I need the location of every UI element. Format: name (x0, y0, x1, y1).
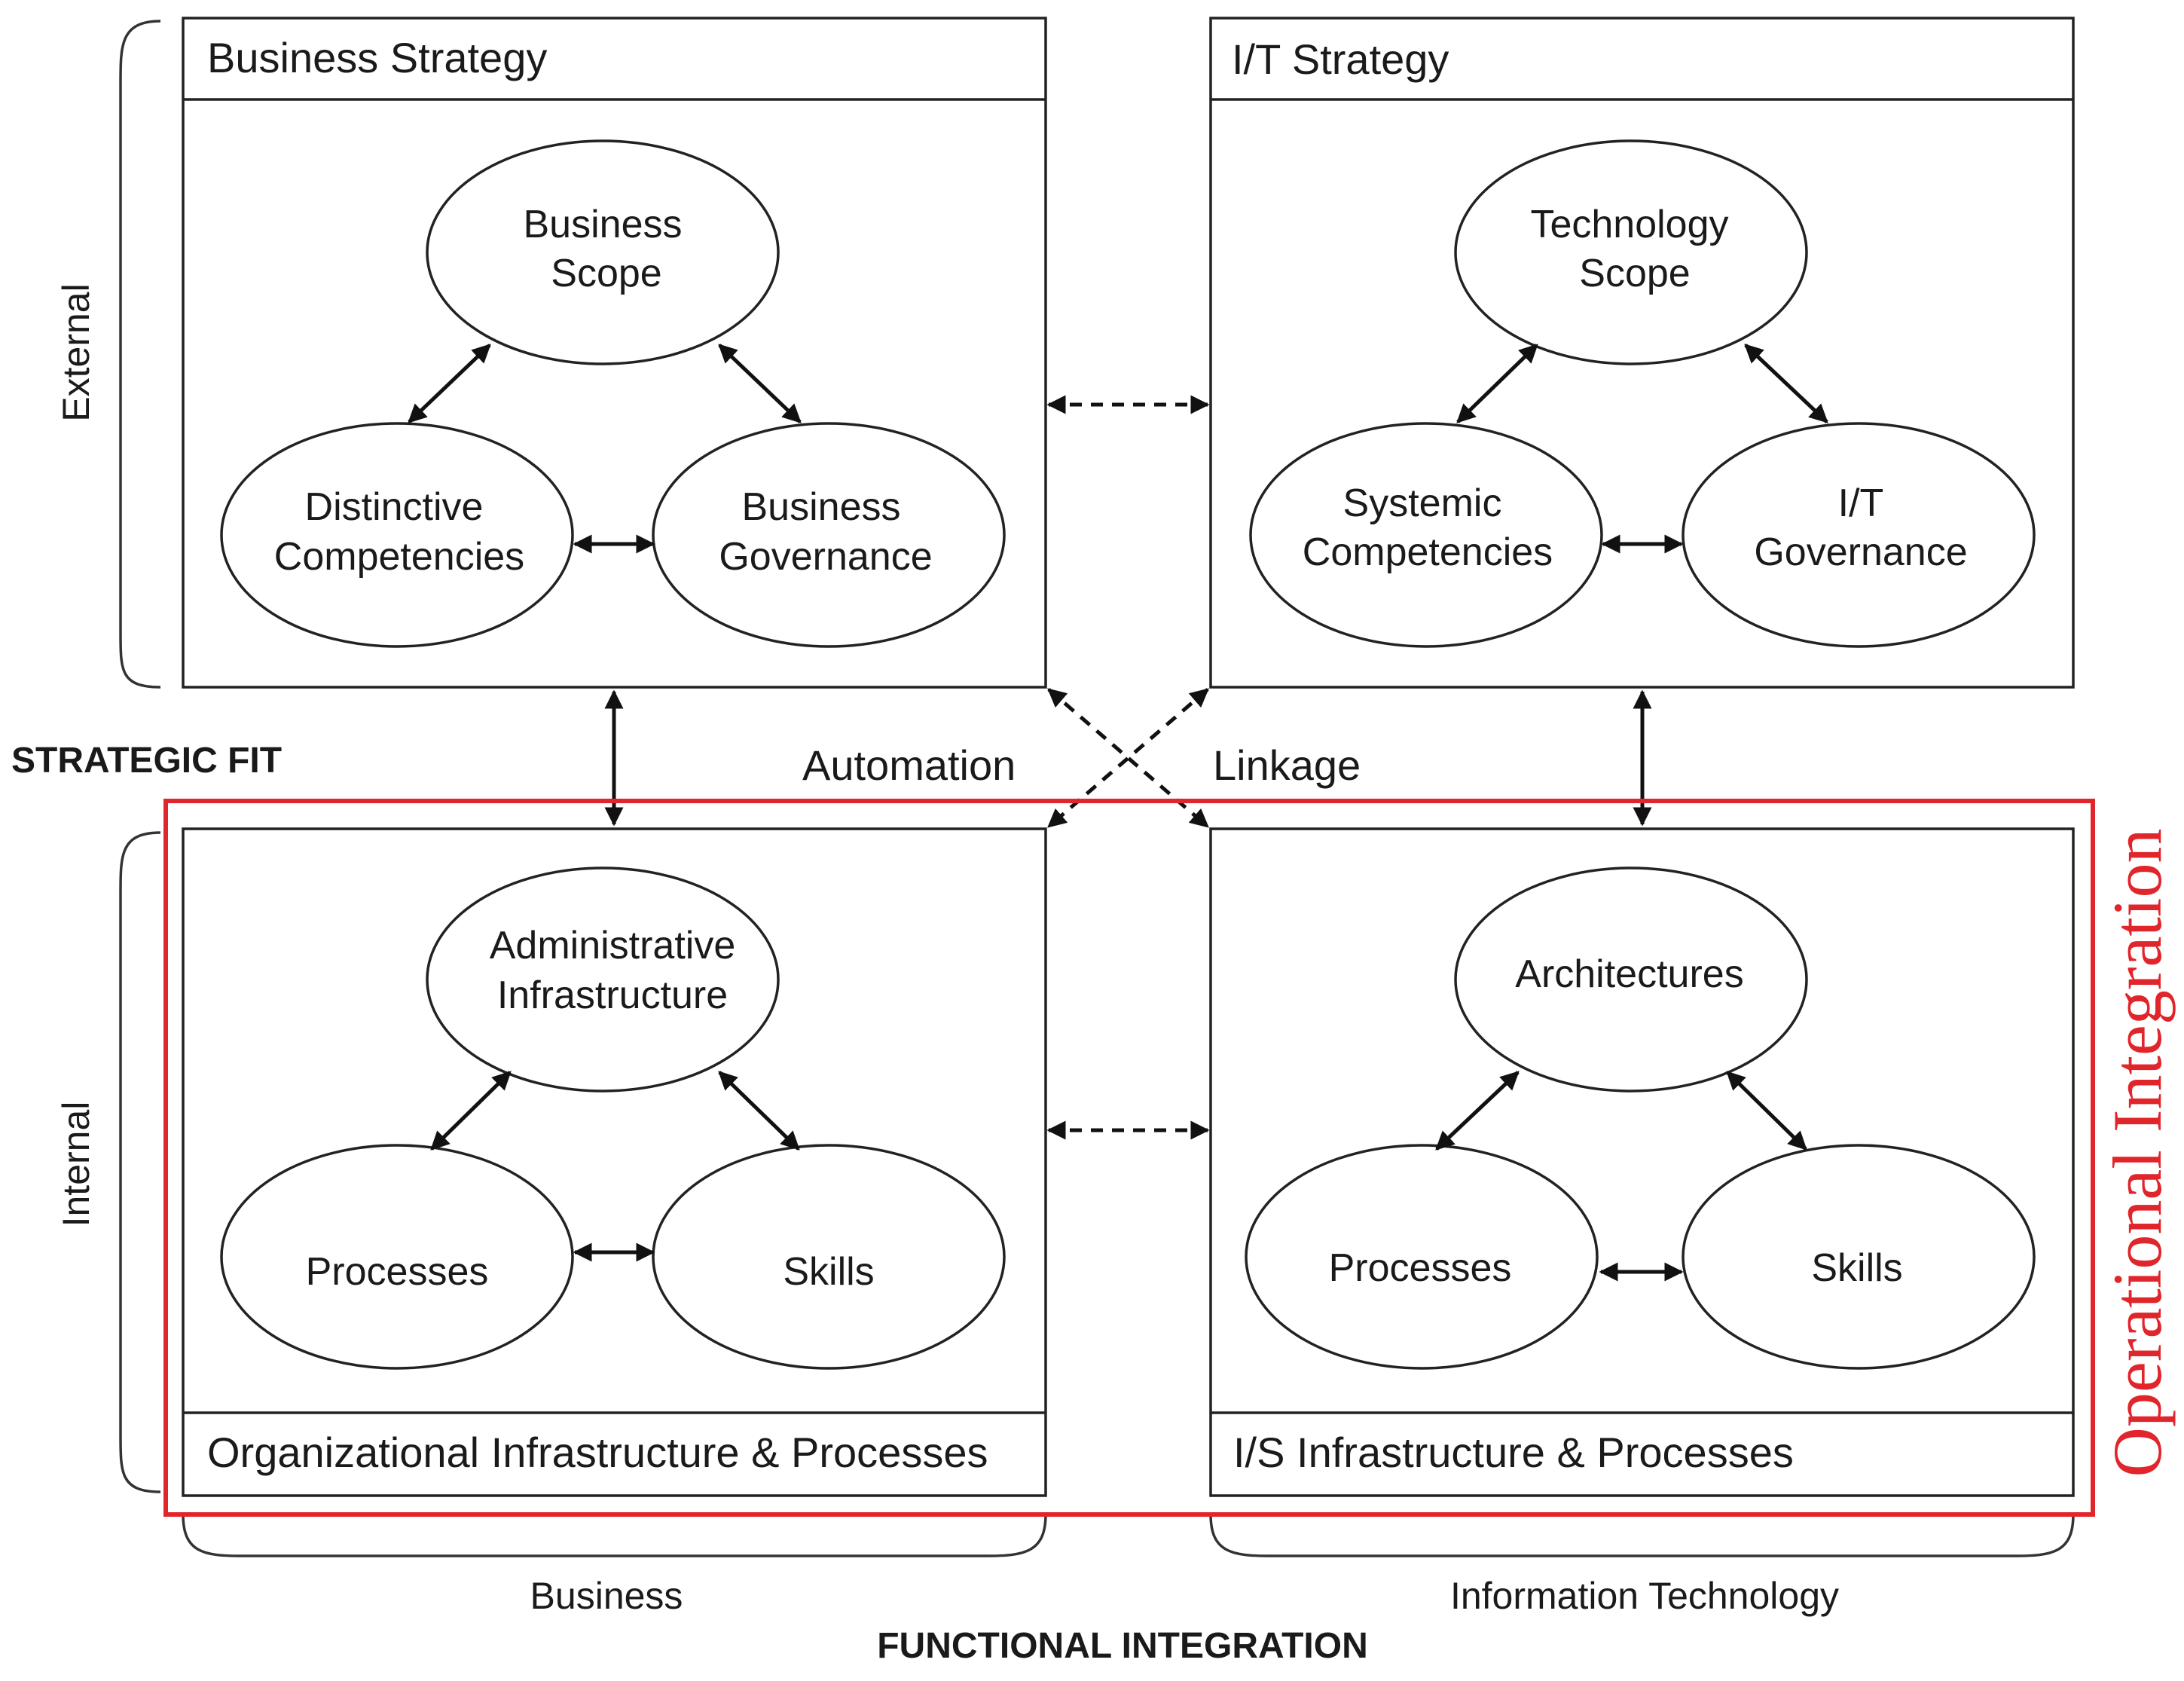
ellipse-architectures-label: Architectures (1515, 952, 1743, 996)
arrow-admin-skills (718, 1071, 800, 1151)
label-automation: Automation (802, 741, 1016, 789)
ellipse-it-governance-line2: Governance (1754, 530, 1967, 574)
label-linkage: Linkage (1213, 741, 1361, 789)
dashed-arrow-linkage-diagonal (1047, 688, 1209, 828)
ellipse-distinctive-competencies (220, 422, 574, 648)
label-external: External (55, 283, 97, 421)
label-internal: Internal (55, 1102, 97, 1227)
ellipse-org-processes-label: Processes (306, 1250, 489, 1294)
ellipse-distinctive-competencies-line1: Distinctive (305, 485, 484, 529)
ellipse-business-governance-line1: Business (742, 485, 901, 529)
ellipse-business-governance-line2: Governance (719, 535, 932, 579)
brace-internal (119, 831, 161, 1493)
arrow-scope-competencies (408, 344, 491, 423)
ellipse-business-scope (426, 139, 780, 365)
operational-integration-highlight (163, 799, 2095, 1517)
ellipse-business-scope-line1: Business (524, 203, 683, 246)
ellipse-administrative-infrastructure-line2: Infrastructure (497, 973, 728, 1017)
ellipse-is-processes (1245, 1144, 1599, 1370)
arrow-architectures-processes (1435, 1071, 1520, 1151)
ellipse-org-processes (220, 1144, 574, 1370)
label-operational-integration: Operational Integration (2099, 829, 2176, 1478)
ellipse-technology-scope (1454, 139, 1808, 365)
business-strategy-title: Business Strategy (207, 34, 547, 81)
label-business: Business (530, 1575, 683, 1617)
is-infrastructure-title: I/S Infrastructure & Processes (1233, 1429, 1794, 1476)
label-strategic-fit: STRATEGIC FIT (11, 741, 282, 781)
quadrant-it-strategy: I/T Strategy Technology Scope Systemic C… (1209, 17, 2075, 689)
ellipse-systemic-competencies-line1: Systemic (1343, 481, 1502, 525)
ellipse-systemic-competencies-line2: Competencies (1303, 530, 1553, 574)
ellipse-org-skills-label: Skills (783, 1250, 874, 1294)
business-strategy-box (182, 17, 1047, 689)
arrow-tech-scope-governance (1744, 344, 1828, 423)
it-strategy-title: I/T Strategy (1232, 35, 1449, 83)
arrow-scope-governance (718, 344, 802, 423)
ellipse-administrative-infrastructure-line1: Administrative (490, 924, 736, 967)
arrow-tech-scope-competencies (1456, 344, 1538, 423)
brace-business (182, 1514, 1047, 1557)
ellipse-is-processes-label: Processes (1329, 1246, 1512, 1290)
quadrant-is-infrastructure: I/S Infrastructure & Processes Architect… (1209, 827, 2075, 1497)
ellipse-architectures (1454, 866, 1808, 1093)
arrow-admin-processes (430, 1071, 512, 1151)
ellipse-is-skills (1682, 1144, 2036, 1370)
is-infrastructure-box (1209, 827, 2075, 1497)
brace-external (119, 20, 161, 689)
ellipse-it-governance-line1: I/T (1838, 481, 1884, 525)
ellipse-technology-scope-line1: Technology (1530, 203, 1728, 246)
org-infrastructure-title: Organizational Infrastructure & Processe… (207, 1429, 988, 1476)
brace-information-technology (1209, 1514, 2075, 1557)
ellipse-business-scope-line2: Scope (551, 252, 661, 295)
quadrant-business-strategy: Business Strategy Business Scope Distinc… (182, 17, 1047, 689)
ellipse-distinctive-competencies-line2: Competencies (274, 535, 524, 579)
ellipse-is-skills-label: Skills (1811, 1246, 1902, 1290)
ellipse-technology-scope-line2: Scope (1579, 252, 1690, 295)
org-infrastructure-box (182, 827, 1047, 1497)
ellipse-administrative-infrastructure (426, 866, 780, 1093)
quadrant-org-infrastructure: Organizational Infrastructure & Processe… (182, 827, 1047, 1497)
label-functional-integration: FUNCTIONAL INTEGRATION (877, 1626, 1368, 1666)
arrow-architectures-skills (1726, 1071, 1807, 1151)
label-information-technology: Information Technology (1450, 1575, 1839, 1617)
it-strategy-box (1209, 17, 2075, 689)
